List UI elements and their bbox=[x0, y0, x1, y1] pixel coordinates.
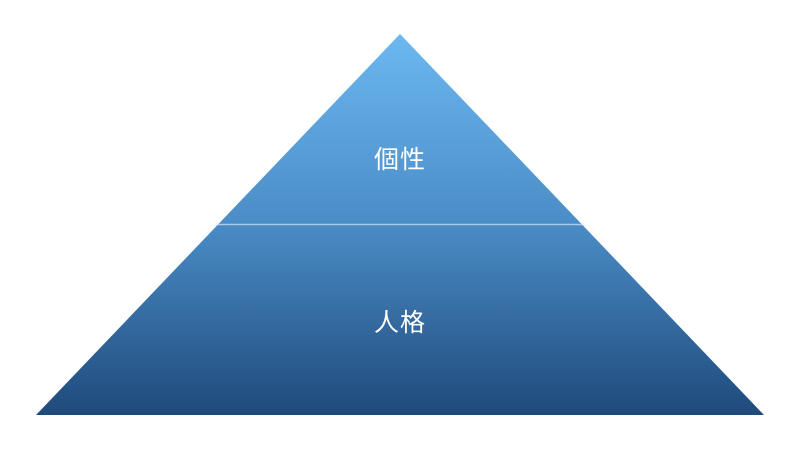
level-top-label: 個性 bbox=[373, 145, 426, 174]
level-bottom-label: 人格 bbox=[373, 308, 426, 337]
